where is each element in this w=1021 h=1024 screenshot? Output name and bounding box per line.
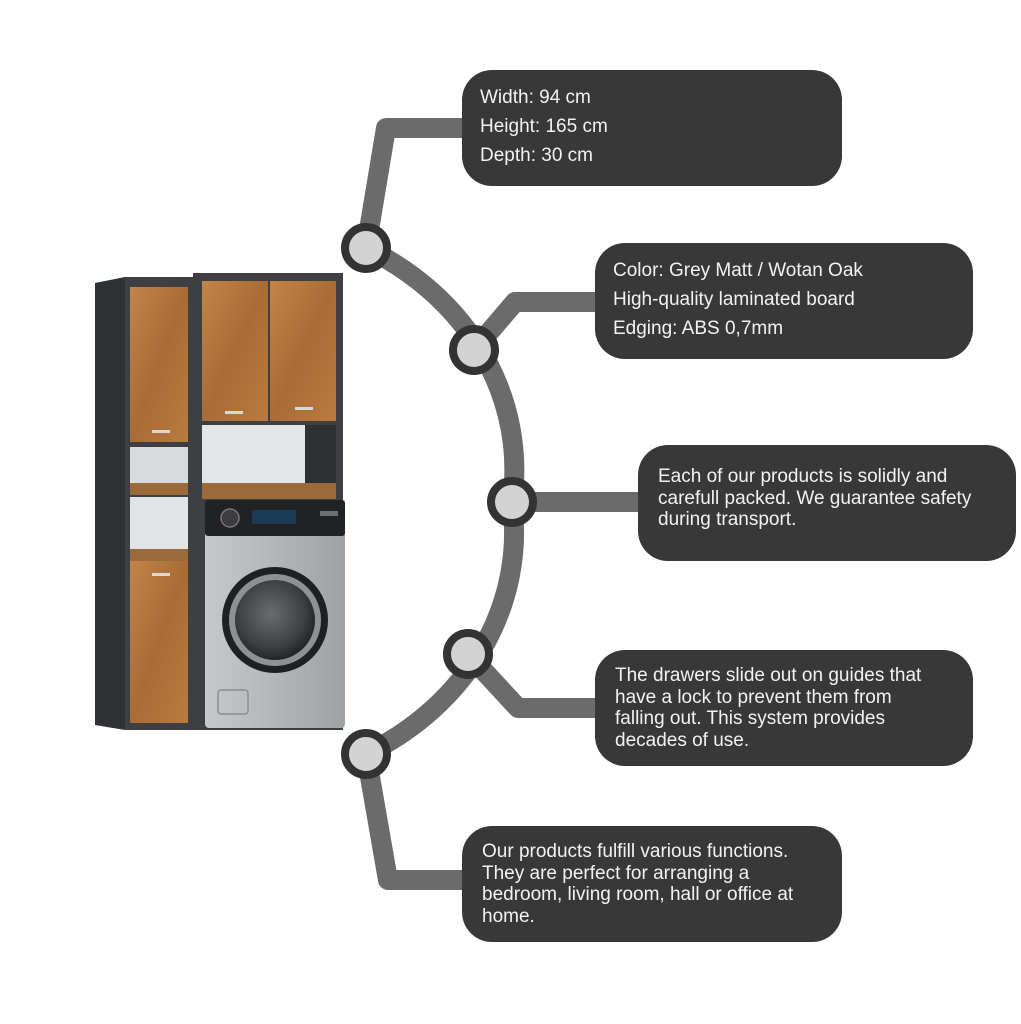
callout-line: decades of use. xyxy=(615,729,750,751)
node-circle-icon xyxy=(487,477,537,527)
tall-cabinet xyxy=(95,277,193,730)
node-circle-icon xyxy=(341,729,391,779)
cabinet-door xyxy=(130,287,188,442)
callout-line: Color: Grey Matt / Wotan Oak xyxy=(613,260,863,281)
branch-5 xyxy=(356,744,472,890)
callout-line: Width: 94 cm xyxy=(480,87,591,108)
node-circle-icon xyxy=(443,629,493,679)
dimensions-callout: Width: 94 cm Height: 165 cm Depth: 30 cm xyxy=(462,70,842,186)
callout-line: High-quality laminated board xyxy=(613,289,855,310)
packaging-callout: Each of our products is solidly and care… xyxy=(638,445,1016,561)
cabinet-door xyxy=(202,281,268,421)
callout-line: They are perfect for arranging a xyxy=(482,862,750,884)
callout-line: have a lock to prevent them from xyxy=(615,686,892,708)
callout-line: home. xyxy=(482,905,535,927)
drawers-callout: The drawers slide out on guides that hav… xyxy=(595,650,973,766)
callout-line: during transport. xyxy=(658,509,797,530)
callout-line: Each of our products is solidly and xyxy=(658,466,948,487)
callout-line: Our products fulfill various functions. xyxy=(482,841,789,862)
callout-line: Depth: 30 cm xyxy=(480,145,593,166)
material-callout: Color: Grey Matt / Wotan Oak High-qualit… xyxy=(595,243,973,359)
callout-line: bedroom, living room, hall or office at xyxy=(482,884,794,905)
node-circle-icon xyxy=(341,223,391,273)
functions-callout: Our products fulfill various functions. … xyxy=(462,826,842,942)
washing-machine xyxy=(205,500,345,728)
branch-1 xyxy=(356,118,472,258)
callout-line: The drawers slide out on guides that xyxy=(615,665,922,686)
product-image xyxy=(95,273,345,730)
callout-line: carefull packed. We guarantee safety xyxy=(658,487,972,509)
cabinet-door xyxy=(130,561,188,723)
callout-line: Edging: ABS 0,7mm xyxy=(613,318,784,339)
node-circle-icon xyxy=(449,325,499,375)
callout-line: Height: 165 cm xyxy=(480,116,608,137)
cabinet-door xyxy=(270,281,336,421)
callout-line: falling out. This system provides xyxy=(615,708,885,729)
